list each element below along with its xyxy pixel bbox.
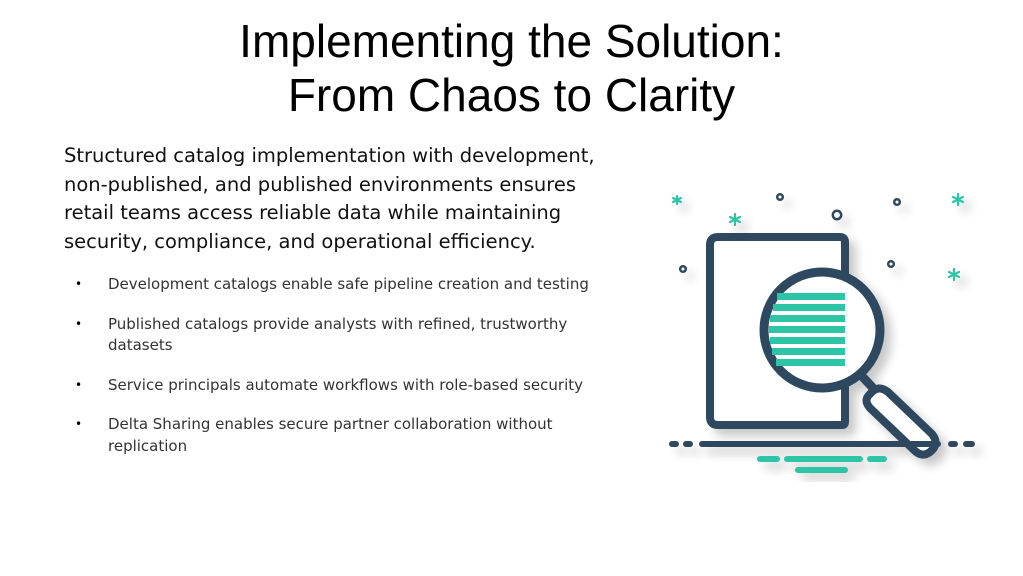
bullet-dot: •: [75, 277, 83, 291]
bullet-item: • Published catalogs provide analysts wi…: [64, 314, 629, 357]
handle: [862, 384, 940, 459]
bullet-item: • Service principals automate workflows …: [64, 375, 629, 397]
ground-accent: [757, 456, 887, 473]
slide-title-line-1: Implementing the Solution:: [239, 15, 784, 67]
bullet-dot: •: [75, 417, 83, 431]
bullet-text: Development catalogs enable safe pipelin…: [108, 275, 589, 293]
handle-neck: [855, 369, 878, 393]
bullet-text: Delta Sharing enables secure partner col…: [108, 415, 553, 455]
slide-title: Implementing the Solution: From Chaos to…: [0, 14, 1023, 122]
lens-lines: [769, 293, 845, 366]
sparkle-icon: [671, 192, 965, 282]
bullet-item: • Development catalogs enable safe pipel…: [64, 274, 629, 296]
bullet-text: Published catalogs provide analysts with…: [108, 314, 568, 355]
slide-title-line-2: From Chaos to Clarity: [287, 69, 736, 121]
intro-paragraph: Structured catalog implementation with d…: [64, 144, 595, 253]
dot-icon: [678, 192, 902, 274]
bullet-list: • Development catalogs enable safe pipel…: [64, 274, 629, 457]
bullet-dot: •: [75, 316, 83, 331]
bullet-dot: •: [75, 377, 83, 392]
bullet-item: • Delta Sharing enables secure partner c…: [64, 414, 629, 457]
bullet-text: Service principals automate workflows wi…: [108, 375, 584, 394]
document-magnifier-icon: [669, 192, 975, 473]
slide-body: Structured catalog implementation with d…: [64, 142, 629, 475]
